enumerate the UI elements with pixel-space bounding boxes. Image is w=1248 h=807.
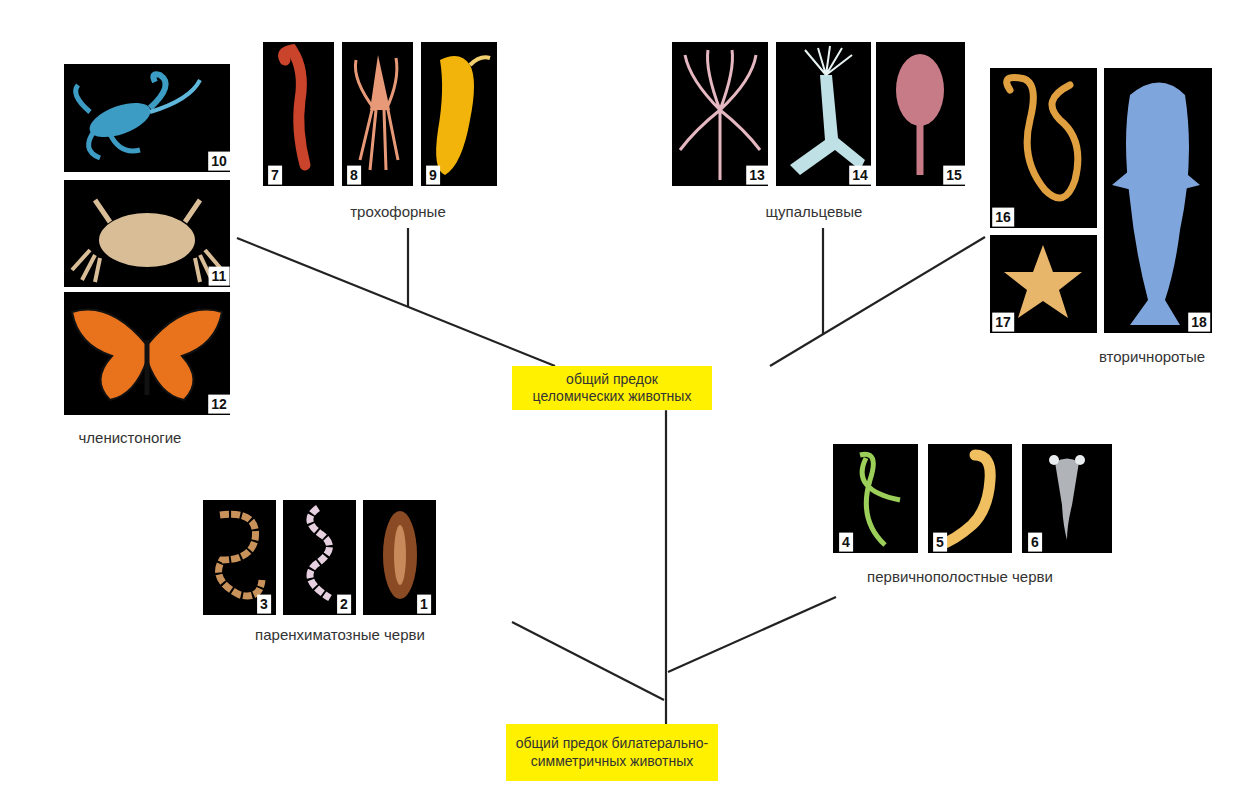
photo-bryozoan bbox=[776, 42, 871, 186]
photo-phoronid bbox=[672, 42, 768, 186]
photo-starfish bbox=[990, 235, 1097, 333]
photo-hemichordate bbox=[990, 68, 1097, 228]
node-label: общий предок билатерально-симметричных ж… bbox=[514, 735, 710, 769]
photo-nematode bbox=[833, 444, 918, 553]
callout-number: 11 bbox=[209, 267, 230, 286]
callout-number: 17 bbox=[992, 313, 1014, 332]
photo-scorpion bbox=[64, 64, 230, 172]
ancestor-box: общий предок билатерально-симметричных ж… bbox=[506, 724, 718, 781]
photo-brachiopod bbox=[876, 42, 965, 186]
node-label: общий предок целомических животных bbox=[520, 371, 704, 405]
group-label: членистоногие bbox=[77, 429, 184, 446]
callout-number: 18 bbox=[1188, 313, 1210, 332]
callout-number: 2 bbox=[337, 595, 351, 614]
photo-crab bbox=[64, 180, 230, 287]
group-label: вторичноротые bbox=[1097, 348, 1207, 365]
tree-branches bbox=[237, 228, 985, 700]
group-label: щупальцевые bbox=[764, 203, 865, 220]
photo-tapeworm bbox=[203, 500, 276, 615]
photo-planarian bbox=[363, 500, 436, 615]
photo-priapulid bbox=[928, 444, 1012, 553]
photo-sipunculid bbox=[421, 42, 497, 186]
photo-squid bbox=[342, 42, 413, 186]
callout-number: 6 bbox=[1028, 533, 1042, 552]
photo-butterfly bbox=[64, 292, 230, 415]
callout-number: 8 bbox=[347, 166, 361, 185]
callout-number: 7 bbox=[268, 166, 282, 185]
callout-number: 12 bbox=[208, 395, 230, 414]
callout-number: 1 bbox=[417, 595, 431, 614]
ancestor-box: общий предок целомических животных bbox=[512, 366, 712, 410]
group-label: первичнополостные черви bbox=[865, 568, 1055, 585]
callout-number: 13 bbox=[746, 166, 768, 185]
photo-polychaete bbox=[263, 42, 334, 186]
group-label: паренхиматозные черви bbox=[253, 626, 427, 643]
callout-number: 15 bbox=[943, 166, 965, 185]
callout-number: 14 bbox=[849, 166, 871, 185]
photo-coelacanth bbox=[1104, 68, 1212, 333]
callout-number: 9 bbox=[426, 166, 440, 185]
group-label: трохофорные bbox=[348, 203, 448, 220]
callout-number: 4 bbox=[839, 533, 853, 552]
tree-trunk bbox=[665, 410, 667, 724]
photo-tapeworm-white bbox=[283, 500, 356, 615]
callout-number: 3 bbox=[257, 595, 271, 614]
photo-rotifer bbox=[1022, 444, 1112, 553]
callout-number: 10 bbox=[208, 152, 230, 171]
callout-number: 5 bbox=[933, 533, 947, 552]
callout-number: 16 bbox=[992, 208, 1014, 227]
